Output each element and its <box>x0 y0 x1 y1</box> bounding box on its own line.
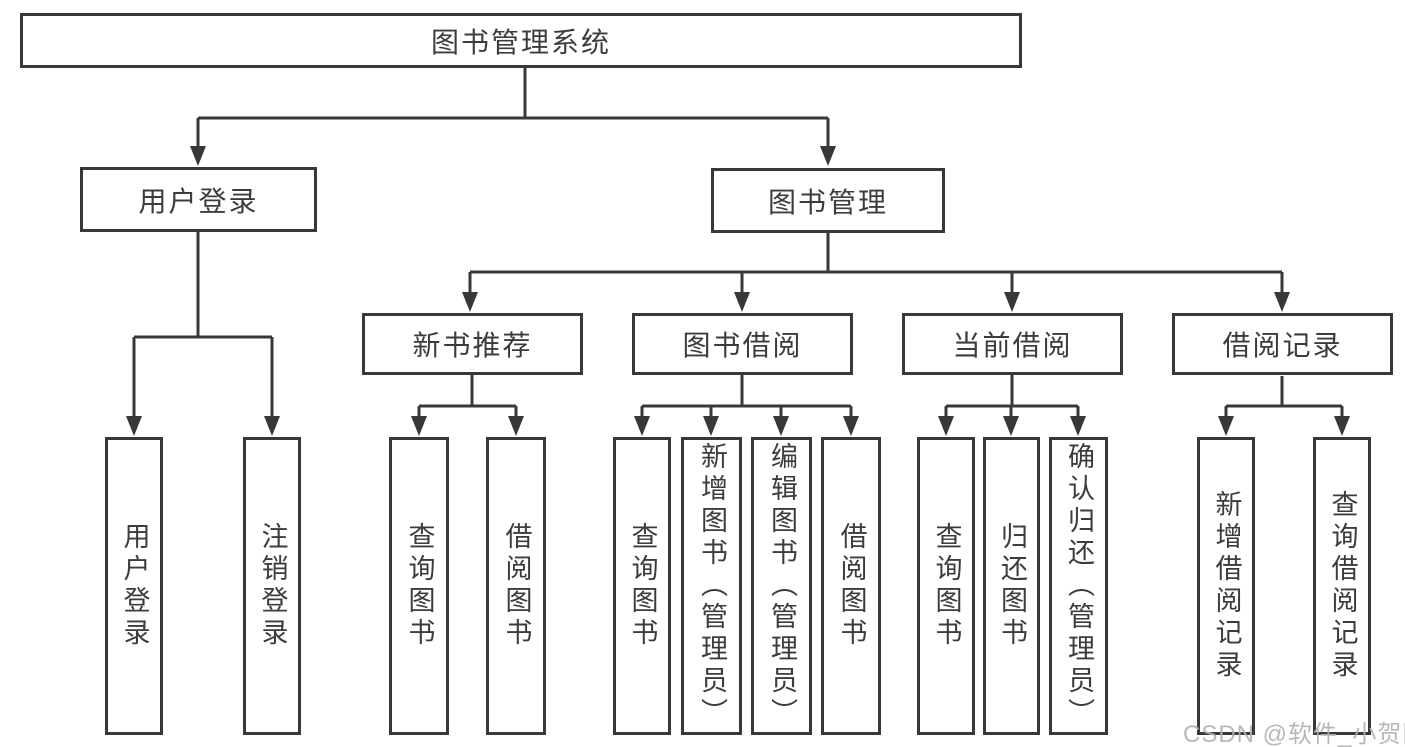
leaf-user-login: 用户登录 <box>105 437 163 735</box>
node-label: 查询借阅记录 <box>1327 490 1358 682</box>
node-label: 借阅记录 <box>1222 330 1343 361</box>
node-label: 注销登录 <box>257 522 288 650</box>
node-borrow-records: 借阅记录 <box>1172 313 1393 375</box>
node-label: 新增借阅记录 <box>1211 490 1242 682</box>
node-label: 归还图书 <box>997 522 1027 650</box>
leaf-borrow-add-books-admin: 新增图书（管理员） <box>681 437 742 735</box>
node-label: 图书管理 <box>767 186 888 218</box>
node-label: 借阅图书 <box>836 522 867 650</box>
node-label: 新增图书（管理员） <box>697 442 727 730</box>
csdn-watermark: CSDN @软件_小贺同学 <box>1183 721 1405 747</box>
leaf-current-query-books: 查询图书 <box>917 437 975 735</box>
node-label: 查询图书 <box>404 522 435 650</box>
leaf-records-add-record: 新增借阅记录 <box>1197 437 1255 735</box>
node-label: 查询图书 <box>627 522 658 650</box>
node-label: 图书管理系统 <box>430 26 611 58</box>
node-label: 新书推荐 <box>412 330 533 361</box>
node-label: 确认归还（管理员） <box>1064 442 1094 730</box>
node-label: 用户登录 <box>119 522 150 650</box>
leaf-borrow-edit-books-admin: 编辑图书（管理员） <box>751 437 812 735</box>
leaf-records-query-record: 查询借阅记录 <box>1313 437 1371 735</box>
node-user-login: 用户登录 <box>80 167 317 232</box>
node-label: 用户登录 <box>138 185 259 217</box>
leaf-recommend-query-books: 查询图书 <box>389 437 449 735</box>
node-new-book-recommend: 新书推荐 <box>362 313 583 375</box>
leaf-borrow-query-books: 查询图书 <box>613 437 671 735</box>
leaf-logout: 注销登录 <box>243 437 301 735</box>
node-book-borrow: 图书借阅 <box>632 313 853 375</box>
node-label: 当前借阅 <box>952 330 1073 361</box>
leaf-current-confirm-return-admin: 确认归还（管理员） <box>1049 437 1108 735</box>
leaf-current-return-books: 归还图书 <box>983 437 1040 735</box>
node-current-borrow: 当前借阅 <box>902 313 1123 375</box>
node-label: 图书借阅 <box>682 330 803 361</box>
node-label: 编辑图书（管理员） <box>767 442 797 730</box>
leaf-borrow-borrow-books: 借阅图书 <box>821 437 881 735</box>
node-label: 借阅图书 <box>501 522 532 650</box>
leaf-recommend-borrow-books: 借阅图书 <box>486 437 546 735</box>
node-library-system: 图书管理系统 <box>20 13 1022 68</box>
node-label: 查询图书 <box>931 522 962 650</box>
node-book-management: 图书管理 <box>711 168 945 233</box>
